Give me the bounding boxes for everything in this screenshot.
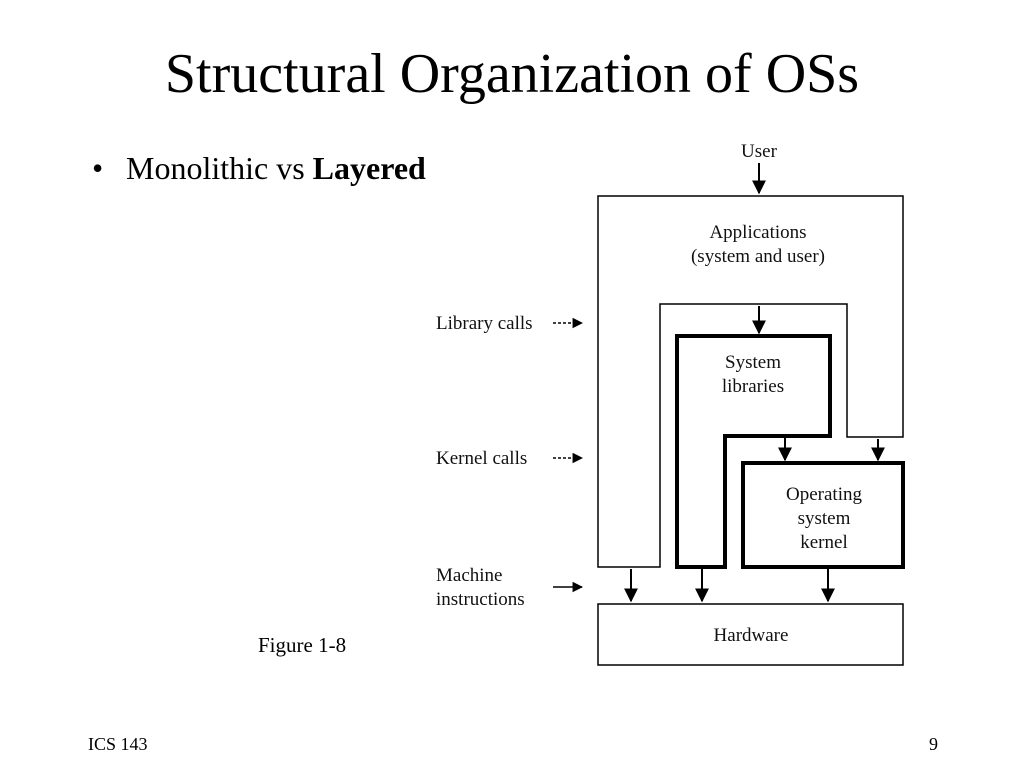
kernel-label-line1: Operating [786, 484, 862, 505]
system-libraries-sublabel: libraries [722, 376, 784, 397]
applications-sublabel: (system and user) [691, 246, 825, 267]
page-number: 9 [929, 734, 938, 754]
kernel-layer [741, 461, 905, 569]
slide-title: Structural Organization of OSs [164, 43, 860, 105]
hardware-layer [597, 603, 904, 666]
bullet-marker: • [92, 150, 104, 186]
applications-layer [597, 195, 904, 568]
bullet-text: Monolithic vs [126, 150, 313, 186]
kernel-calls-label: Kernel calls [436, 448, 527, 469]
machine-instructions-label-line1: Machine [436, 565, 502, 586]
footer-course-label: ICS 143 [88, 734, 148, 754]
hardware-label: Hardware [714, 625, 789, 646]
library-calls-label: Library calls [436, 313, 533, 334]
kernel-label-line2: system [798, 508, 851, 529]
system-libraries-layer [675, 334, 832, 569]
user-label: User [741, 141, 778, 162]
bullet-item: • Monolithic vs Layered [92, 148, 426, 188]
applications-label: Applications [709, 222, 806, 243]
machine-instructions-label-line2: instructions [436, 589, 525, 610]
system-libraries-label: System [725, 352, 781, 373]
figure-caption: Figure 1-8 [258, 633, 347, 657]
bullet-bold-text: Layered [312, 150, 426, 186]
kernel-label-line3: kernel [800, 532, 847, 553]
